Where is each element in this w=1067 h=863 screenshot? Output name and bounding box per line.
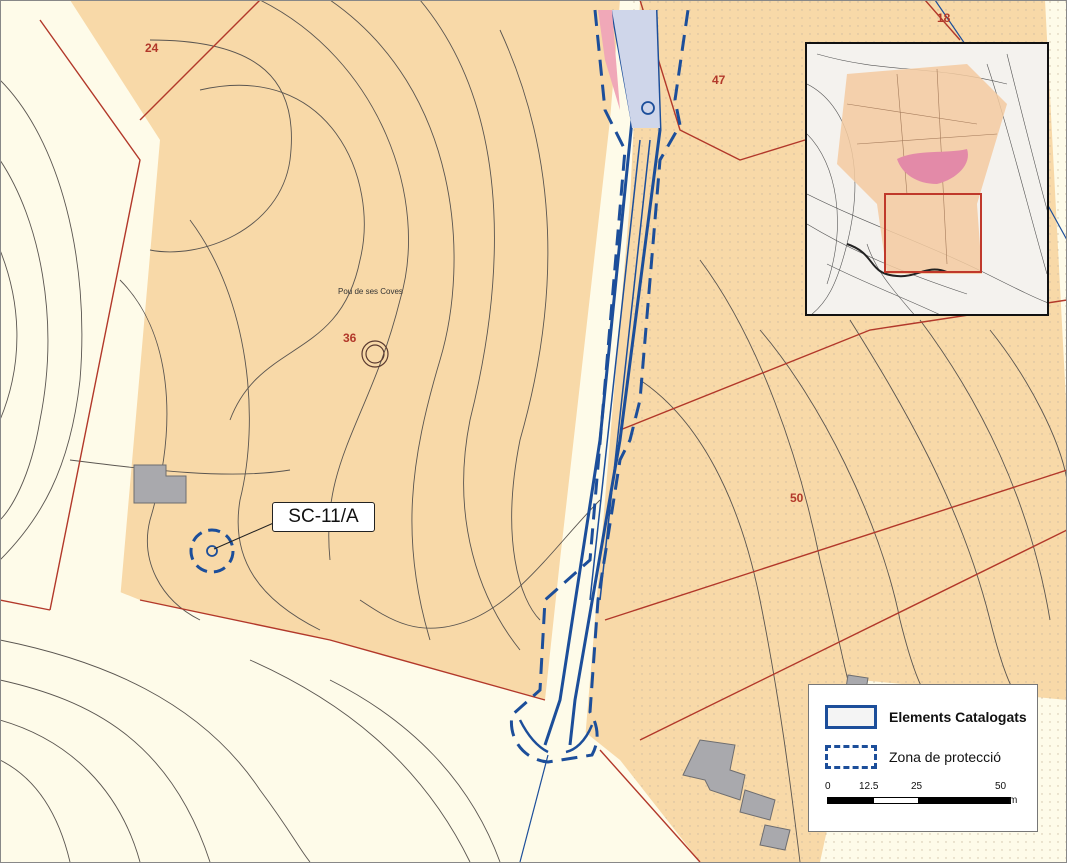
sc11a-zone[interactable]	[189, 528, 235, 574]
buildings	[133, 464, 869, 851]
map-legend: Elements Catalogats Zona de protecció 0 …	[808, 684, 1038, 832]
element-code-label: SC-11/A	[272, 502, 375, 532]
path-marker	[641, 101, 655, 115]
legend-item-catalogued: Elements Catalogats	[825, 705, 1027, 729]
protection-zone-path[interactable]	[509, 9, 690, 764]
path-pink-edge	[598, 10, 620, 110]
inset-map	[807, 44, 1047, 314]
scale-tick: 50	[995, 781, 1007, 792]
path-top-fill	[612, 10, 660, 128]
road-strip	[0, 0, 160, 610]
parcel-number-36: 36	[343, 331, 357, 345]
lower-zone	[0, 600, 700, 862]
parcel-area	[40, 0, 620, 700]
path-junction	[518, 719, 594, 754]
legend-item-protection: Zona de protecció	[825, 745, 1001, 769]
parcel-number-50: 50	[790, 491, 804, 505]
sc11a-point[interactable]	[206, 545, 218, 557]
scale-bar: 0 12.5 25 50 m	[825, 781, 1018, 821]
scale-segment	[873, 797, 919, 804]
scale-tick: 25	[911, 781, 923, 792]
parcel-number-18: 18	[937, 11, 951, 25]
legend-label: Zona de protecció	[889, 749, 1002, 765]
scale-tick: 0	[825, 781, 831, 792]
dashed-outline-icon	[825, 745, 877, 769]
parcel-number-47: 47	[712, 73, 726, 87]
place-name-label: Pou de ses Coves	[338, 287, 403, 296]
scale-segment	[919, 797, 1011, 804]
scale-segment	[827, 797, 873, 804]
scale-tick: 12.5	[859, 781, 879, 792]
locator-map-icon	[805, 42, 1049, 316]
scale-unit: m	[1009, 795, 1018, 806]
parcel-number-24: 24	[145, 41, 159, 55]
well-symbol	[361, 340, 389, 368]
legend-label: Elements Catalogats	[889, 709, 1027, 725]
solid-outline-icon	[825, 705, 877, 729]
